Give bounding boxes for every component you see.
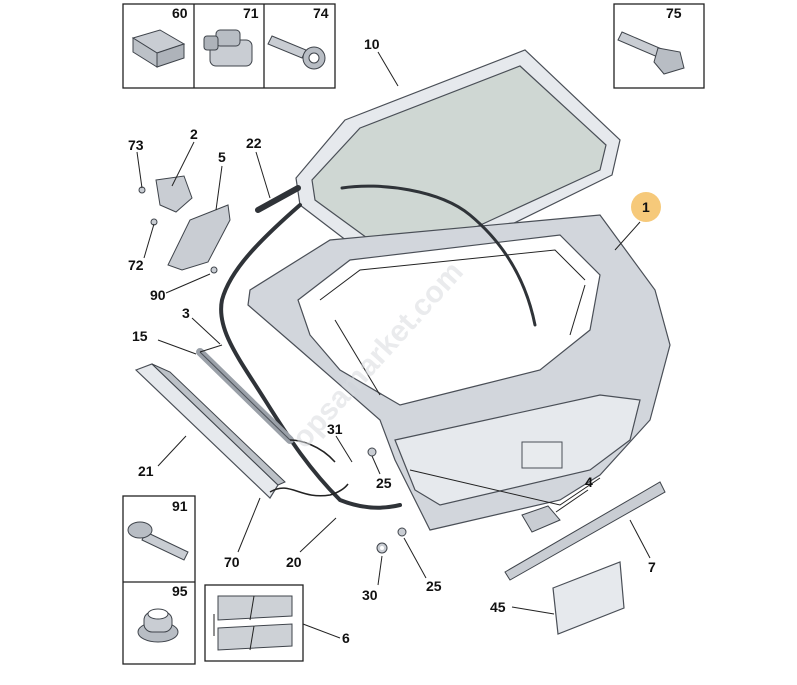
block-icon [131,29,186,68]
callout-3: 3 [182,305,190,321]
clip-icon [203,29,253,67]
callout-5: 5 [218,149,226,165]
callout-21: 21 [138,463,154,479]
callout-30: 30 [362,587,378,603]
cable-70 [269,439,349,497]
gas-strut [196,344,294,444]
box-number: 75 [666,5,682,21]
bracket-5 [167,204,231,274]
strip-22 [255,185,301,213]
hinge [138,175,193,226]
callout-72: 72 [128,257,144,273]
callout-10: 10 [364,36,380,52]
callout-20: 20 [286,554,302,570]
push-rivet-icon [267,35,326,70]
plate-bracket-45 [552,561,625,635]
rear-glass [295,49,621,281]
callout-6: 6 [342,630,350,646]
callout-4: 4 [585,474,593,490]
leader-lines [136,51,651,639]
weatherstrip-seal [219,184,537,510]
callout-25: 25 [426,578,442,594]
rivet-icon [127,521,189,561]
small-fasteners [367,447,407,554]
box-number: 60 [172,5,188,21]
inset-box-top-right: 75 [613,3,705,89]
callout-22: 22 [246,135,262,151]
callout-highlight [631,192,661,222]
callout-90: 90 [150,287,166,303]
callout-31: 31 [327,421,343,437]
box-number: 95 [172,583,188,599]
trim-bar-7 [504,481,666,581]
label-stickers-box [204,584,304,662]
inset-box-group-bottom-left: 91 95 [122,495,196,665]
box-number: 71 [243,5,259,21]
side-trim-21 [134,363,286,499]
callout-7: 7 [648,559,656,575]
callout-45: 45 [490,599,506,615]
inset-box-group-top-left: 60 71 74 [122,3,336,89]
callout-70: 70 [224,554,240,570]
latch-4 [521,505,561,533]
callout-25: 25 [376,475,392,491]
callout-15: 15 [132,328,148,344]
callout-73: 73 [128,137,144,153]
box-number: 91 [172,498,188,514]
callout-1: 1 [642,199,650,215]
grommet-icon [137,608,179,643]
tailgate-assembly [247,214,671,531]
bolt-icon [617,31,685,75]
callout-2: 2 [190,126,198,142]
box-number: 74 [313,5,329,21]
